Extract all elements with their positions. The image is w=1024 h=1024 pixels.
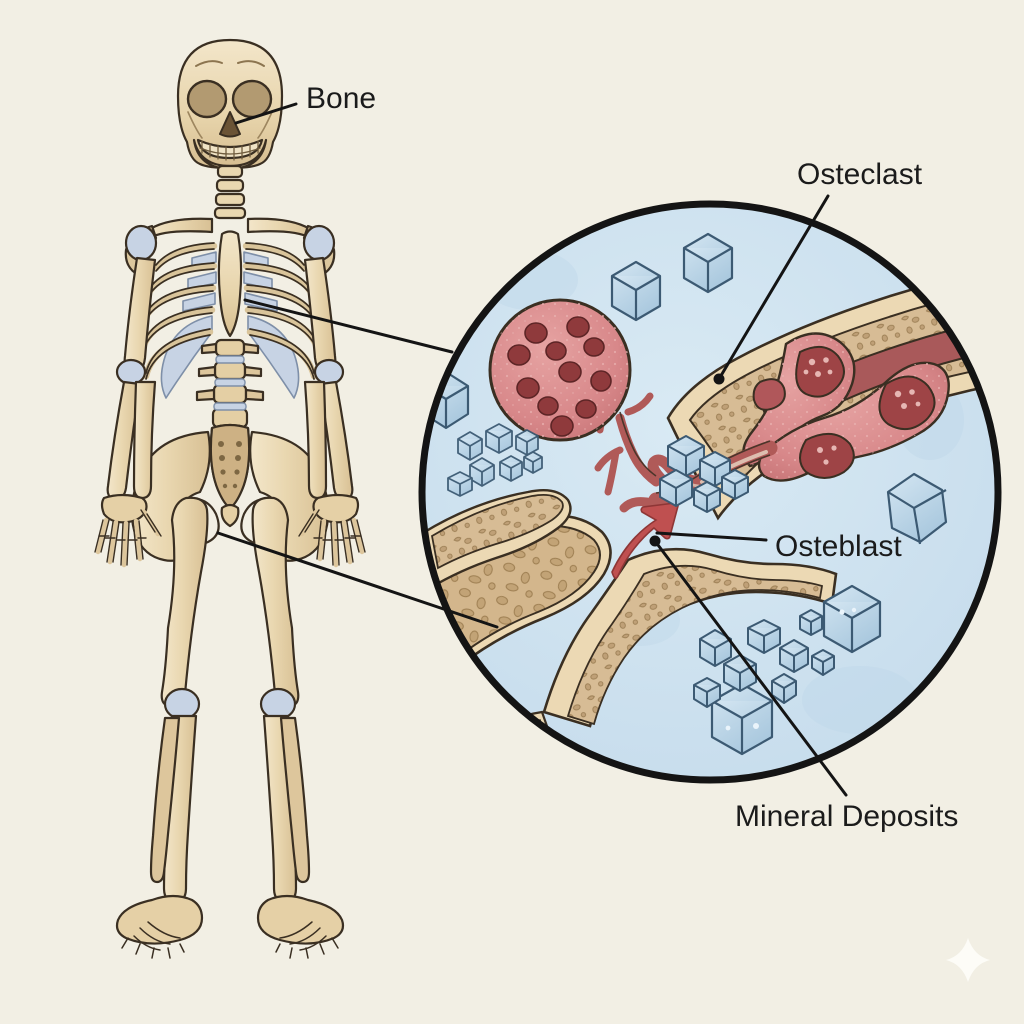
leader-lines xyxy=(216,102,848,797)
cervical-spine xyxy=(213,164,247,220)
label-osteoclast: Osteclast xyxy=(797,158,923,191)
arm-right xyxy=(298,256,366,568)
skeleton-figure xyxy=(94,38,366,959)
osteoblast-lobe xyxy=(752,378,786,411)
leader-line-skeleton-lower xyxy=(216,531,499,629)
label-osteoblast: Osteblast xyxy=(775,530,902,563)
pubic-symphysis xyxy=(220,503,240,528)
lens-rim xyxy=(418,200,1002,784)
osteoclast-cell xyxy=(488,298,632,442)
leader-dot-osteoclast xyxy=(713,373,725,385)
mineral-cluster-gap xyxy=(659,435,749,513)
fibula-left xyxy=(149,716,181,884)
sternum xyxy=(217,230,243,338)
mineral-cube xyxy=(822,584,882,654)
fibula-right xyxy=(279,716,311,884)
leader-line-osteoclast xyxy=(717,194,830,381)
knee-cartilage-left xyxy=(163,687,201,721)
hand-right xyxy=(312,493,360,524)
label-bone: Bone xyxy=(306,82,376,115)
foot-right xyxy=(256,894,345,945)
leader-line-skeleton-upper xyxy=(243,298,454,354)
sacral-foramina xyxy=(218,441,242,489)
osteoclast-nuclei xyxy=(507,316,612,437)
mineral-cube xyxy=(710,682,774,756)
mandible xyxy=(192,138,268,171)
mineral-cube xyxy=(682,232,734,294)
mineral-cluster-left xyxy=(447,423,543,497)
osteoblast-nucleus-1 xyxy=(795,345,845,398)
mineral-cube xyxy=(610,260,662,322)
osteoblast-nucleus-3 xyxy=(799,433,855,479)
nasal-aperture xyxy=(219,111,241,138)
sparkle-icon xyxy=(946,938,990,982)
shoulder-cartilage-right xyxy=(302,224,336,262)
foot-left xyxy=(115,894,204,945)
leader-line-bone xyxy=(234,102,298,125)
leg-left xyxy=(115,496,209,959)
eye-socket-right xyxy=(231,79,273,119)
knee-cartilage-right xyxy=(259,687,297,721)
lumbar-spine xyxy=(195,338,265,429)
mineral-crystals xyxy=(422,232,948,756)
leader-dot-mineral xyxy=(649,535,661,547)
osteoblast-nucleus-2 xyxy=(878,375,936,431)
magnifier-lens xyxy=(418,200,1002,784)
mineral-crystal-hex xyxy=(886,472,948,545)
trabecula-center-right xyxy=(542,547,838,728)
arm-left xyxy=(94,256,162,568)
shoulder-cartilage-left xyxy=(124,224,158,262)
eye-socket-left xyxy=(186,79,228,119)
trabecula-lower-left xyxy=(422,489,612,740)
label-mineral-deposits: Mineral Deposits xyxy=(735,800,958,833)
leader-line-osteoblast xyxy=(655,531,768,542)
teeth xyxy=(199,140,261,161)
hand-left xyxy=(100,493,148,524)
osteoblast-cells xyxy=(742,332,950,482)
skull xyxy=(176,38,284,171)
mineral-cluster-lower-right xyxy=(693,609,835,708)
labels: Bone Osteclast Osteblast Mineral Deposit… xyxy=(306,82,958,833)
leader-line-mineral xyxy=(653,539,848,797)
